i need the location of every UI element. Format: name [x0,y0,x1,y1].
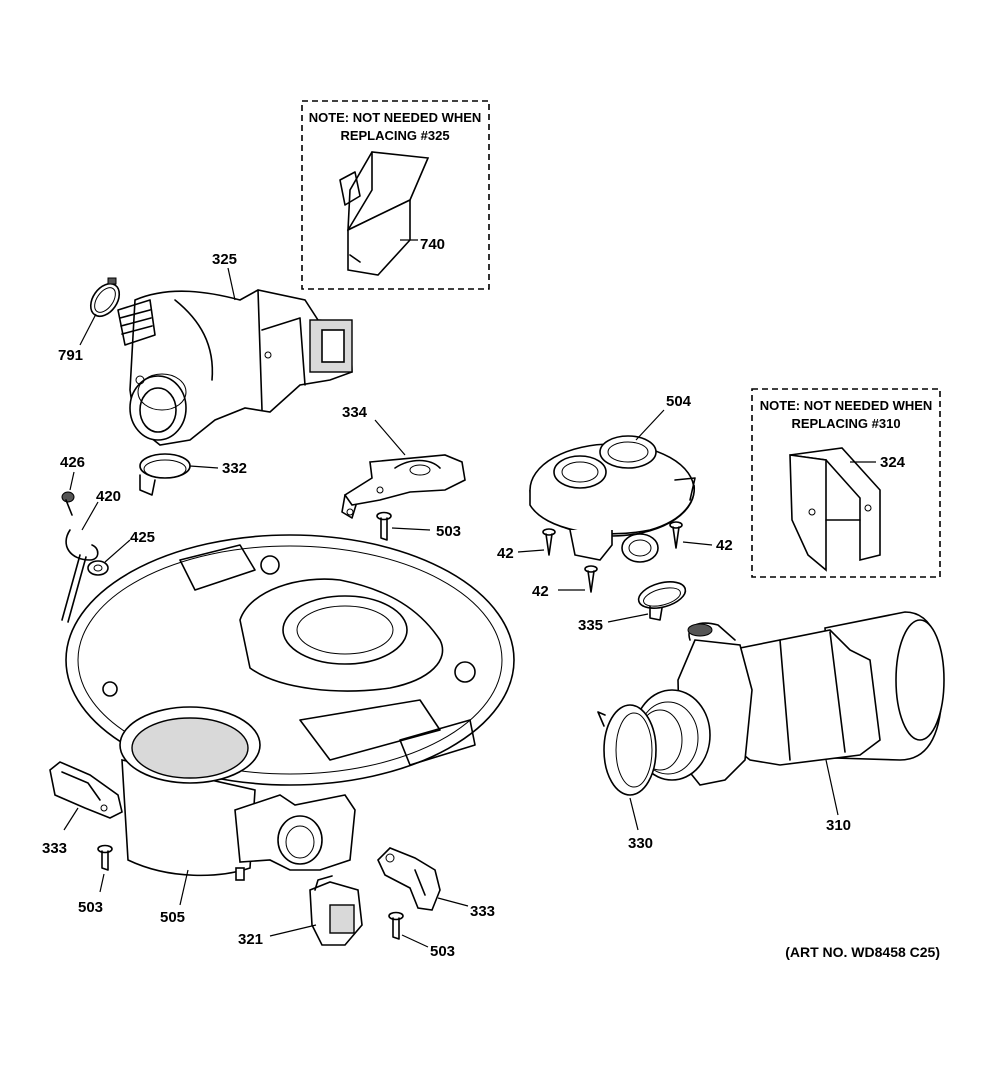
part-325-drain-pump [117,289,353,446]
label-321: 321 [238,931,263,948]
label-324: 324 [880,454,906,471]
part-503-screw-upper [376,511,392,541]
note-box-740: NOTE: NOT NEEDED WHEN REPLACING #325 740 [301,100,490,290]
part-42-screw-right [669,521,683,549]
part-324-cover [789,447,881,572]
part-425-grommet [87,560,109,576]
label-42-left: 42 [497,545,514,562]
label-425: 425 [130,529,155,546]
part-332-clamp [139,453,191,496]
label-310: 310 [826,817,851,834]
art-number: (ART NO. WD8458 C25) [785,944,940,960]
part-333-bracket-left [49,761,123,819]
label-325: 325 [212,251,237,268]
label-503-upper: 503 [436,523,461,540]
label-505: 505 [160,909,185,926]
label-333-left: 333 [42,840,67,857]
label-335: 335 [578,617,603,634]
part-740-bracket [339,151,430,276]
label-740: 740 [420,236,445,253]
note-740-line2: REPLACING #325 [340,128,449,143]
part-504-manifold [529,435,696,563]
part-334-bracket [341,454,466,519]
note-740-line1: NOTE: NOT NEEDED WHEN [309,110,482,125]
part-310-motor [633,611,945,786]
label-420: 420 [96,488,121,505]
part-335-clamp [637,581,687,621]
label-426: 426 [60,454,85,471]
part-426-screw [61,491,75,516]
label-42-right: 42 [716,537,733,554]
part-420-rod [61,529,99,623]
part-321-sensor [309,875,363,946]
part-791-clamp [89,277,121,318]
note-324-line1: NOTE: NOT NEEDED WHEN [760,398,933,413]
label-504: 504 [666,393,692,410]
label-330: 330 [628,835,653,852]
part-42-screw-left [542,528,556,556]
part-333-bracket-right [377,847,441,911]
part-505-sump [65,534,515,881]
part-330-clamp [597,704,657,796]
part-503-screw-left [97,844,113,871]
part-503-screw-right [388,911,404,940]
note-324-line2: REPLACING #310 [791,416,900,431]
label-42-bottom: 42 [532,583,549,600]
note-box-324: NOTE: NOT NEEDED WHEN REPLACING #310 324 [751,388,941,578]
label-334: 334 [342,404,368,421]
label-332: 332 [222,460,247,477]
label-503-left: 503 [78,899,103,916]
label-503-right: 503 [430,943,455,960]
part-42-screw-bottom [584,565,598,593]
label-333-right: 333 [470,903,495,920]
label-791: 791 [58,347,83,364]
